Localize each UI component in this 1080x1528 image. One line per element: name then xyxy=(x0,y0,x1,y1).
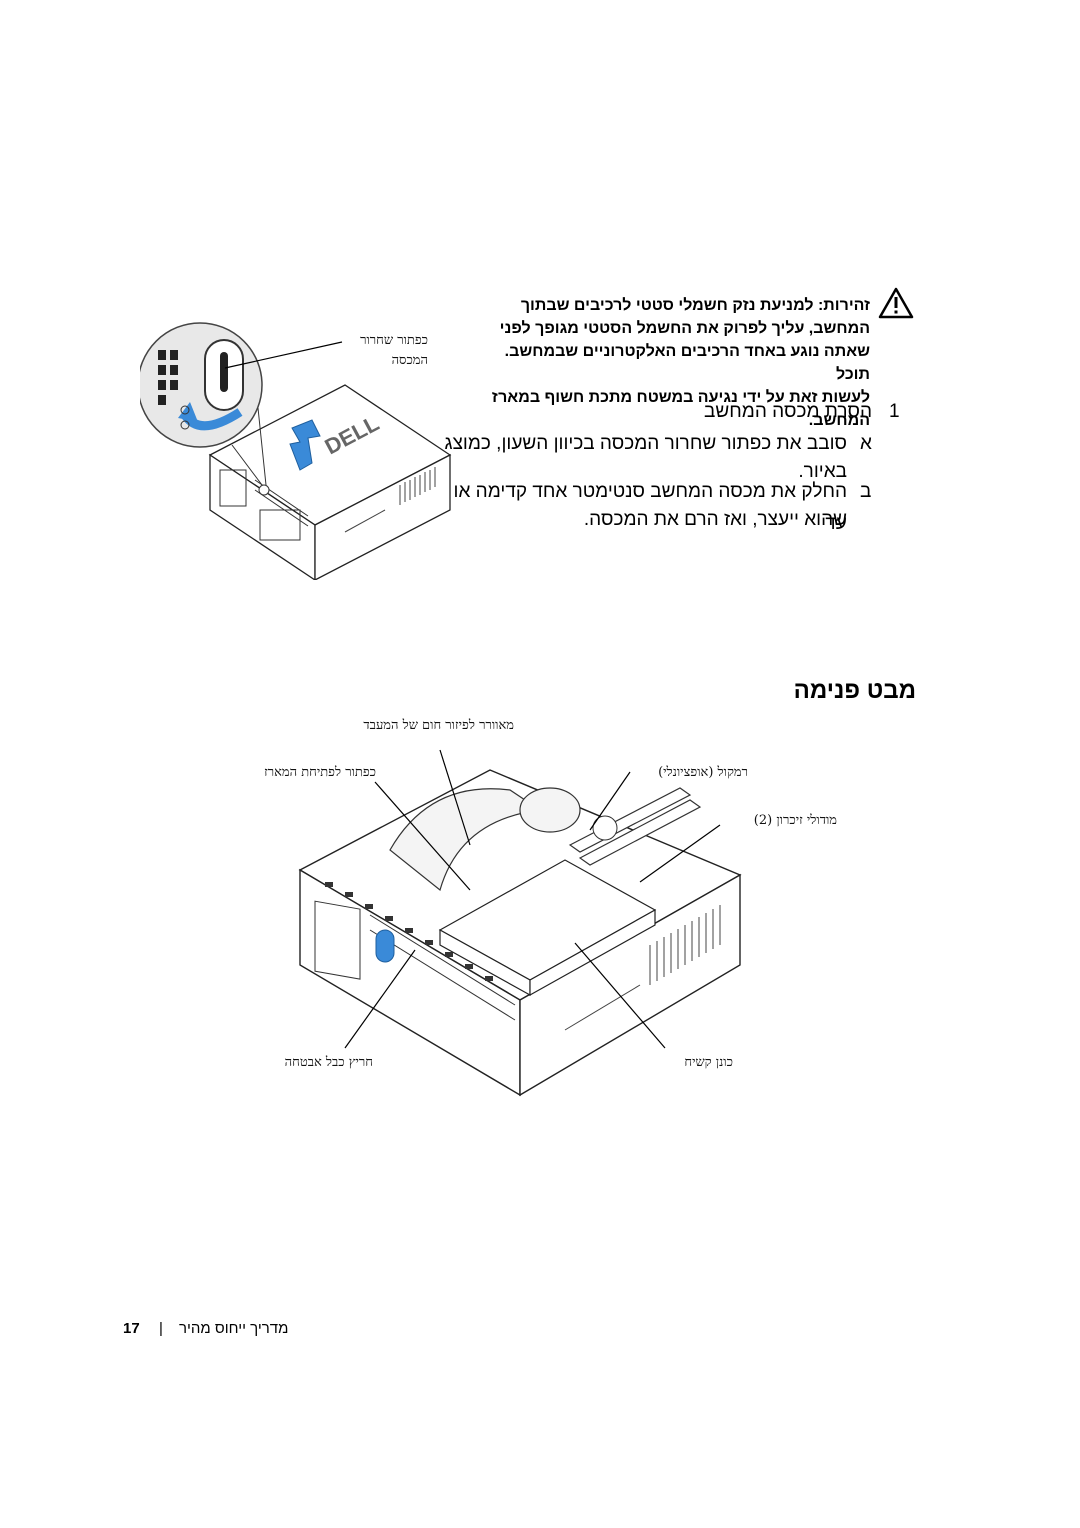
footer-title: מדריך ייחוס מהיר xyxy=(179,1320,289,1337)
step-b-letter: ב xyxy=(860,481,872,502)
section-heading: מבט פנימה xyxy=(793,677,916,704)
step-b-line1: החלק את מכסה המחשב סנטימטר אחד קדימה או … xyxy=(453,481,847,534)
figure-inside-view xyxy=(298,749,742,1097)
speaker xyxy=(592,815,618,841)
step-a-line1: סובב את כפתור שחרור המכסה בכיוון השעון, … xyxy=(444,433,847,454)
caution-line: המחשב. xyxy=(808,412,870,429)
step-b-line2: שהוא ייעצר, ואז הרם את המכסה. xyxy=(583,509,847,530)
callout-line: המכסה xyxy=(391,353,428,368)
caution-text: זהירות: למניעת נזק חשמלי סטטי לרכיבים שב… xyxy=(470,294,870,432)
footer-separator: | xyxy=(159,1320,163,1337)
caution-line: זהירות: למניעת נזק חשמלי סטטי לרכיבים שב… xyxy=(520,297,870,314)
step-a-line2: באיור. xyxy=(798,461,847,482)
callout-power-button: כפתור לפתיחת המארז xyxy=(264,765,376,780)
callout-hard-drive: כונן קשיח xyxy=(684,1055,733,1070)
callout-memory: מודולי זיכרון (2) xyxy=(753,813,837,828)
step-a-letter: א xyxy=(860,433,872,454)
chassis-release-button xyxy=(375,929,395,963)
page-number: 17 xyxy=(123,1320,140,1337)
callout-speaker: רמקול (אופציונלי) xyxy=(658,765,748,780)
release-button-magnified xyxy=(140,322,263,448)
caution-line: שאתה נוגע באחד הרכיבים האלקטרוניים שבמחש… xyxy=(504,343,870,383)
lift-arrow-icon xyxy=(289,419,321,471)
footer: 17 | מדריך ייחוס מהיר xyxy=(123,1320,523,1344)
callout-cover-release: כפתור שחרור המכסה xyxy=(308,332,428,368)
figure-cover-removal: DELL xyxy=(140,322,452,580)
callout-lock-slot: חריץ כבל אבטחה xyxy=(284,1055,373,1070)
caution-triangle-icon xyxy=(878,287,914,319)
caution-line: לעשות זאת על ידי נגיעה במשטח מתכת חשוף ב… xyxy=(491,389,870,406)
step-1-title: הסרת מכסה המחשב xyxy=(704,401,872,422)
callout-line: כפתור שחרור xyxy=(360,333,428,348)
caution-line: המחשב, עליך לפרוק את החשמל הסטטי מגופך ל… xyxy=(499,320,870,337)
step-1-number: 1 xyxy=(889,401,900,422)
callout-fan: מאוורר לפיזור חום של המעבד xyxy=(363,718,514,733)
